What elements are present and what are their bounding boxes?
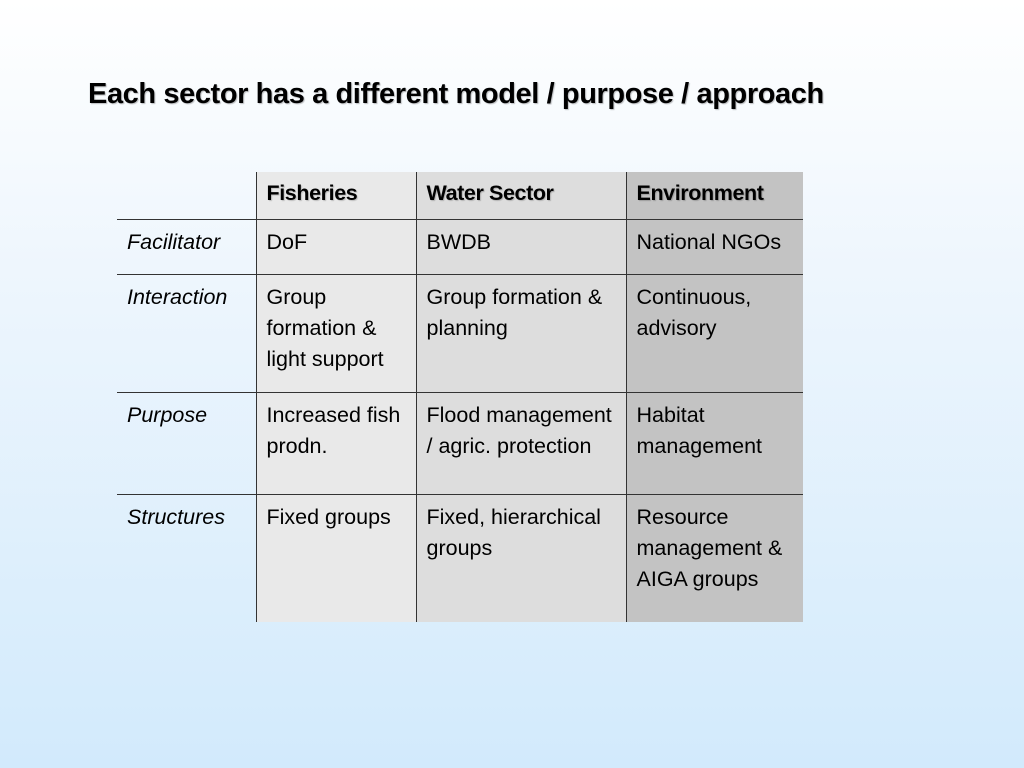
cell-interaction-water: Group formation & planning (415, 274, 626, 393)
table-header-row: Fisheries Water Sector Environment (117, 172, 803, 220)
cell-purpose-environment: Habitat management (625, 392, 803, 495)
cell-interaction-environment: Continuous, advisory (625, 274, 803, 393)
table-row-interaction: Interaction Group formation & light supp… (117, 274, 803, 393)
header-fisheries: Fisheries (255, 172, 416, 220)
table-row-facilitator: Facilitator DoF BWDB National NGOs (117, 219, 803, 275)
cell-purpose-fisheries: Increased fish prodn. (255, 392, 416, 495)
sector-comparison-table: Fisheries Water Sector Environment Facil… (117, 172, 803, 622)
cell-structures-fisheries: Fixed groups (255, 494, 416, 622)
row-label-interaction: Interaction (117, 274, 256, 393)
cell-facilitator-water: BWDB (415, 219, 626, 275)
cell-facilitator-fisheries: DoF (255, 219, 416, 275)
header-water-sector: Water Sector (415, 172, 626, 220)
cell-facilitator-environment: National NGOs (625, 219, 803, 275)
header-corner (117, 172, 256, 220)
cell-structures-water: Fixed, hierarchical groups (415, 494, 626, 622)
cell-purpose-water: Flood management / agric. protection (415, 392, 626, 495)
table-row-structures: Structures Fixed groups Fixed, hierarchi… (117, 494, 803, 622)
row-label-facilitator: Facilitator (117, 219, 256, 275)
cell-interaction-fisheries: Group formation & light support (255, 274, 416, 393)
row-label-structures: Structures (127, 505, 225, 529)
slide-title: Each sector has a different model / purp… (88, 78, 824, 110)
cell-structures-environment: Resource management & AIGA groups (625, 494, 803, 622)
table-row-purpose: Purpose Increased fish prodn. Flood mana… (117, 392, 803, 495)
header-environment: Environment (625, 172, 803, 220)
row-label-purpose: Purpose (117, 392, 256, 495)
